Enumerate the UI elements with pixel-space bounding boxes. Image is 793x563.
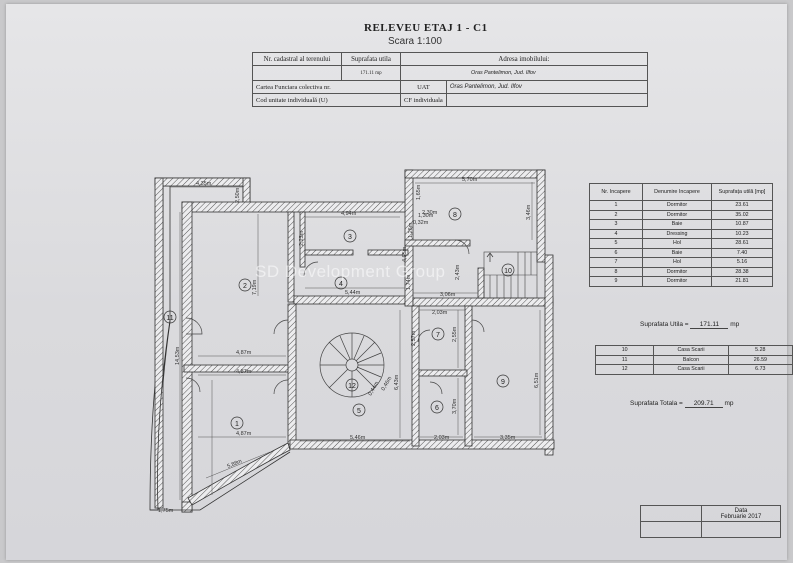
- wall-hatching: [149, 169, 555, 513]
- dim-label: 4,87m: [236, 369, 252, 375]
- room-number-1: 1: [230, 416, 244, 430]
- svg-text:9: 9: [501, 379, 505, 386]
- dim-label: 4,35m: [196, 181, 212, 187]
- svg-text:2: 2: [243, 283, 247, 290]
- dim-label: 4,87m: [236, 350, 252, 356]
- dim-label: 2,55m: [452, 326, 458, 342]
- suprafata-utila-summary: Suprafata Utila = 171.11 mp: [640, 321, 740, 329]
- stamp-blank: [640, 505, 702, 522]
- dim-label: 2,03m: [434, 435, 450, 441]
- door-swings: [185, 239, 485, 395]
- dim-label: 1,65m: [416, 184, 422, 200]
- dim-label: 4,87m: [236, 431, 252, 437]
- cadastral-table: Nr. cadastral al terenului Suprafata uti…: [252, 52, 649, 107]
- dim-label: 2,23m: [299, 230, 305, 246]
- room-number-5: 5: [352, 403, 366, 417]
- dim-label: 2,30m: [422, 210, 438, 216]
- room-number-9: 9: [496, 374, 510, 388]
- dimension-lines: [170, 182, 542, 500]
- room-numbers: 1 2 3 4 5 6 7 8 9 10 11 12: [163, 207, 515, 430]
- dim-label: 2,50m: [235, 187, 241, 203]
- dim-label: 3,70m: [452, 398, 458, 414]
- svg-text:7: 7: [436, 332, 440, 339]
- svg-text:8: 8: [453, 212, 457, 219]
- dim-label: 6,43m: [394, 374, 400, 390]
- dim-label: 14,53m: [175, 346, 181, 365]
- room-number-3: 3: [343, 229, 357, 243]
- col-header-name: Denumire Incapere: [642, 183, 712, 201]
- dim-label: 1,74m: [406, 274, 412, 290]
- straight-staircase: [483, 251, 538, 299]
- suprafata-utila-total: 171.11: [690, 321, 729, 329]
- svg-text:11: 11: [166, 315, 173, 322]
- stair-arrow-icon: [486, 252, 494, 262]
- curved-wall: [187, 442, 291, 506]
- spiral-staircase: [319, 332, 385, 398]
- dim-label: 5,46m: [350, 435, 366, 441]
- cf-individuala-value: [445, 93, 649, 107]
- svg-text:4: 4: [339, 281, 343, 288]
- svg-text:6: 6: [435, 405, 439, 412]
- dim-label: 5,44m: [345, 290, 361, 296]
- room-number-8: 8: [448, 207, 462, 221]
- room-number-12: 12: [345, 378, 359, 392]
- room-number-4: 4: [334, 276, 348, 290]
- dim-label: 4,95m: [402, 246, 408, 262]
- dim-label: 5,70m: [462, 177, 478, 183]
- dim-label: 6,51m: [534, 372, 540, 388]
- stamp-date: Data Februarie 2017: [701, 505, 781, 522]
- dim-label: 3,35m: [500, 435, 516, 441]
- room-number-6: 6: [430, 400, 444, 414]
- room-number-7: 7: [431, 327, 445, 341]
- dimension-labels: 4,35m 4,94m 5,70m 1,30m 0,32m 5,44m 3,06…: [158, 177, 540, 514]
- date-stamp-table: Data Februarie 2017: [640, 505, 781, 538]
- rooms-table: Nr. Incapere Denumire Incapere Suprafața…: [589, 183, 773, 287]
- dim-label: 2,57m: [411, 330, 417, 346]
- room-number-10: 10: [501, 263, 515, 277]
- watermark-text: SD Development Group: [255, 262, 446, 281]
- dim-label: 4,94m: [341, 211, 357, 217]
- dim-label: 2,43m: [455, 264, 461, 280]
- cf-individuala-label: CF individuala: [400, 93, 447, 107]
- col-header-nr: Nr. Incapere: [589, 183, 643, 201]
- room-number-2: 2: [238, 278, 252, 292]
- svg-text:5: 5: [357, 408, 361, 415]
- cod-unitate-label: Cod unitate individuală (U): [252, 93, 401, 107]
- dim-label: 0,32m: [413, 220, 429, 226]
- dim-label: 1,30m: [418, 213, 434, 219]
- suprafata-totala-summary: Suprafata Totala = 209.71 mp: [630, 400, 734, 408]
- dim-label: 2,03m: [432, 310, 448, 316]
- plan-scale: Scara 1:100: [388, 36, 442, 47]
- suprafata-totala-total: 209.71: [684, 400, 723, 408]
- dim-label: 0,46m: [381, 375, 394, 392]
- dim-label: 3,06m: [440, 292, 456, 298]
- dim-label: 1,75m: [158, 508, 174, 514]
- col-header-area: Suprafața utilă [mp]: [711, 183, 773, 201]
- dim-label: 5,88m: [227, 458, 244, 469]
- svg-text:10: 10: [504, 268, 512, 275]
- dim-label: 7,19m: [252, 279, 258, 295]
- dim-label: 3,46m: [526, 204, 532, 220]
- room-number-11: 11: [163, 310, 177, 324]
- svg-text:12: 12: [348, 383, 356, 390]
- dim-label: 1,26m: [408, 222, 414, 238]
- svg-text:1: 1: [235, 421, 239, 428]
- svg-text:3: 3: [348, 234, 352, 241]
- plan-title: RELEVEU ETAJ 1 - C1: [364, 22, 488, 34]
